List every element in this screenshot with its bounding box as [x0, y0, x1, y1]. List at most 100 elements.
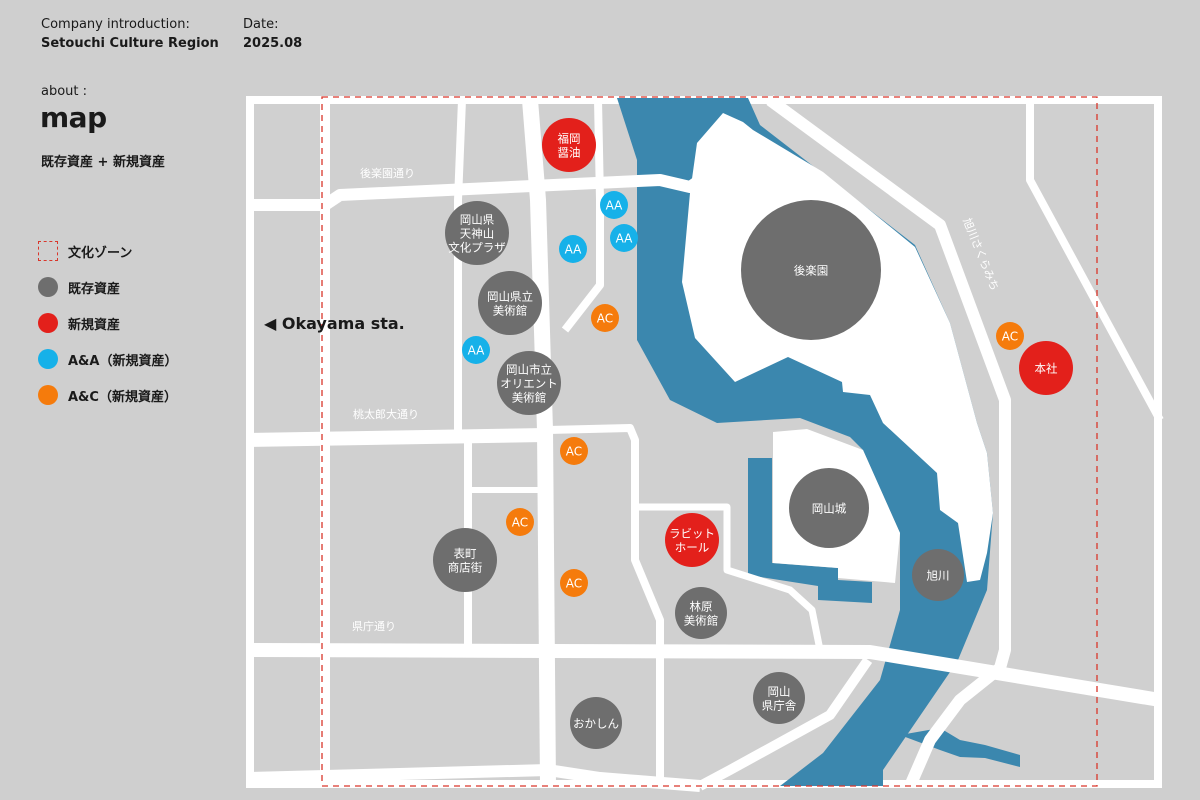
marker-circle — [478, 271, 542, 335]
road-asahikawa-sakuramichi — [766, 95, 1011, 789]
marker-label: 本社 — [1035, 361, 1058, 375]
gray-circle-icon — [38, 277, 58, 297]
page-subtitle: 既存資産 + 新規資産 — [41, 155, 165, 170]
marker-label: AC — [566, 577, 582, 591]
marker-aa[interactable]: AA — [462, 336, 490, 364]
legend-item-existing: 既存資産 — [38, 269, 177, 305]
culture-zone-boundary — [321, 96, 1098, 787]
dashed-square-icon — [38, 241, 58, 261]
legend-label: 文化ゾーン — [68, 245, 133, 261]
marker-ac[interactable]: AC — [560, 437, 588, 465]
marker-existing[interactable]: 後楽園 — [741, 200, 881, 340]
castle-moat — [748, 458, 872, 603]
marker-label: 林原 — [690, 599, 713, 613]
marker-existing[interactable]: 岡山城 — [789, 468, 869, 548]
marker-label: 岡山県 — [460, 212, 495, 226]
marker-circle — [665, 513, 719, 567]
about-label: about : — [41, 84, 88, 99]
marker-circle — [542, 118, 596, 172]
date-block: Date: 2025.08 — [243, 15, 302, 53]
marker-label: 県庁舎 — [762, 698, 797, 712]
marker-circle — [600, 191, 628, 219]
red-circle-icon — [38, 313, 58, 333]
marker-circle — [433, 528, 497, 592]
marker-label: 天神山 — [460, 226, 495, 240]
legend-item-ac: A&C（新規資産） — [38, 377, 177, 413]
legend-item-culture-zone: 文化ゾーン — [38, 233, 177, 269]
marker-aa[interactable]: AA — [600, 191, 628, 219]
marker-circle — [912, 549, 964, 601]
marker-label: AC — [566, 445, 582, 459]
markers: 福岡醤油AAAAAAAAACACACACAC岡山県天神山文化プラザ岡山県立美術館… — [433, 118, 1073, 749]
marker-label: 岡山市立 — [506, 362, 552, 376]
marker-label: 岡山県立 — [487, 289, 533, 303]
marker-label: ラビット — [669, 526, 715, 540]
legend-label: A&C（新規資産） — [68, 389, 177, 405]
marker-label: オリエント — [500, 376, 558, 390]
marker-ac[interactable]: AC — [996, 322, 1024, 350]
marker-label: 福岡 — [558, 131, 581, 145]
marker-label: AA — [468, 344, 486, 358]
road — [697, 657, 873, 791]
marker-circle — [591, 304, 619, 332]
marker-circle — [610, 224, 638, 252]
marker-label: おかしん — [573, 716, 619, 730]
marker-label: 醤油 — [558, 145, 581, 159]
marker-label: 岡山城 — [812, 501, 847, 515]
marker-circle — [462, 336, 490, 364]
marker-aa[interactable]: AA — [559, 235, 587, 263]
road — [249, 764, 701, 792]
company-name: Setouchi Culture Region — [41, 36, 219, 51]
orange-circle-icon — [38, 385, 58, 405]
marker-ac[interactable]: AC — [591, 304, 619, 332]
legend-item-new: 新規資産 — [38, 305, 177, 341]
marker-label: 美術館 — [512, 390, 547, 404]
marker-circle — [506, 508, 534, 536]
legend-label: 既存資産 — [68, 281, 121, 297]
legend-item-aa: A&A（新規資産） — [38, 341, 177, 377]
marker-circle — [570, 697, 622, 749]
marker-circle — [1019, 341, 1073, 395]
marker-circle — [560, 437, 588, 465]
road-label-korakuen-dori: 後楽園通り — [360, 166, 415, 180]
marker-ac[interactable]: AC — [506, 508, 534, 536]
road-kencho-dori — [249, 643, 1162, 707]
marker-label: 旭川 — [927, 568, 950, 582]
marker-existing[interactable]: おかしん — [570, 697, 622, 749]
marker-label: AA — [606, 199, 624, 213]
marker-new[interactable]: 本社 — [1019, 341, 1073, 395]
marker-circle — [789, 468, 869, 548]
blue-circle-icon — [38, 349, 58, 369]
road — [635, 503, 824, 651]
marker-label: AC — [1002, 330, 1018, 344]
marker-label: 岡山 — [768, 684, 791, 698]
marker-circle — [741, 200, 881, 340]
legend: 文化ゾーン 既存資産 新規資産 A&A（新規資産） A&C（新規資産） — [38, 233, 177, 413]
road — [561, 99, 604, 333]
marker-ac[interactable]: AC — [560, 569, 588, 597]
marker-label: AA — [565, 243, 583, 257]
marker-label: AA — [616, 232, 634, 246]
legend-label: A&A（新規資産） — [68, 353, 178, 369]
date-value: 2025.08 — [243, 36, 303, 51]
marker-circle — [559, 235, 587, 263]
road — [522, 99, 556, 787]
page-title: map — [40, 101, 107, 134]
marker-aa[interactable]: AA — [610, 224, 638, 252]
road-korakuen-dori — [250, 174, 704, 211]
marker-label: 美術館 — [493, 303, 528, 317]
marker-circle — [753, 672, 805, 724]
marker-circle — [497, 351, 561, 415]
marker-circle — [445, 201, 509, 265]
marker-existing[interactable]: 旭川 — [912, 549, 964, 601]
marker-label: AC — [597, 312, 613, 326]
